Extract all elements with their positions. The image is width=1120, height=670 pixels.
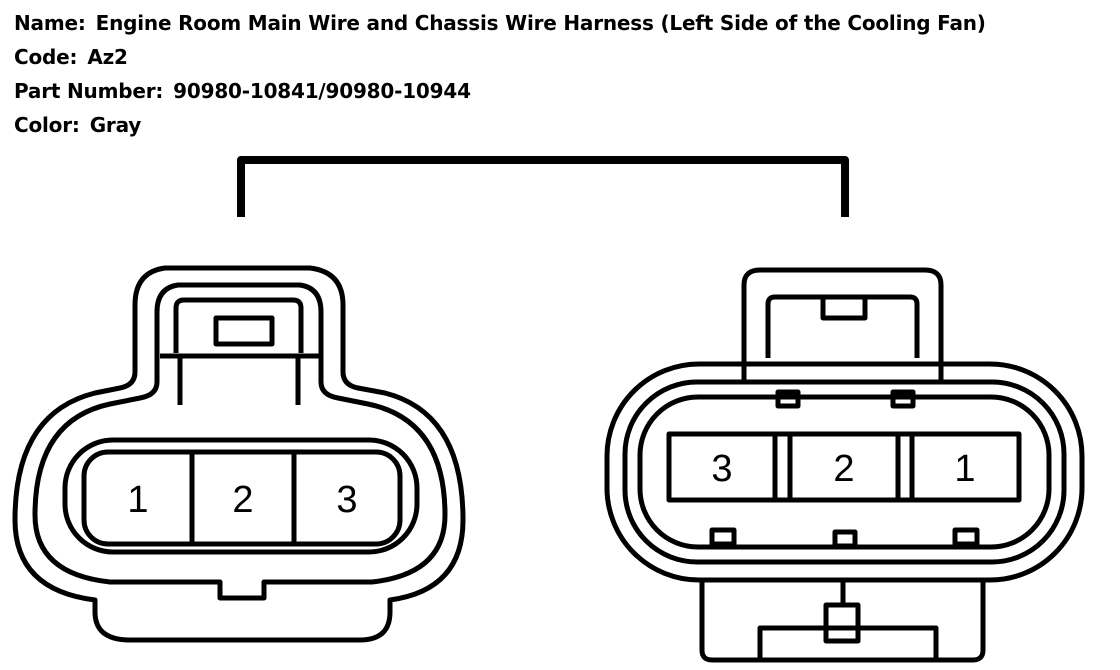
right-connector-key-bottom-2 [832, 529, 858, 549]
code-line: Code: Az2 [14, 40, 986, 74]
connector-info: Name: Engine Room Main Wire and Chassis W… [14, 6, 986, 142]
right-connector-inner-housing [622, 379, 1067, 565]
right-connector-key-bottom-1 [709, 527, 737, 547]
left-connector: 1 2 3 [12, 265, 466, 643]
name-label: Name: [14, 11, 86, 35]
name-line: Name: Engine Room Main Wire and Chassis W… [14, 6, 986, 40]
right-connector-latch-tab [820, 297, 868, 321]
part-number-label: Part Number: [14, 79, 164, 103]
left-connector-inner-housing [32, 282, 448, 601]
right-connector-bottom-boss [699, 578, 986, 663]
color-line: Color: Gray [14, 108, 986, 142]
left-connector-latch-rail [177, 356, 301, 405]
left-pin-number-1: 1 [127, 479, 148, 521]
color-value: Gray [89, 113, 142, 137]
right-pin-number-1: 1 [954, 448, 975, 490]
right-connector-key-bottom-3 [952, 527, 980, 547]
right-pin-number-2: 2 [833, 448, 854, 490]
left-pin-number-2: 2 [232, 479, 253, 521]
name-value: Engine Room Main Wire and Chassis Wire H… [95, 11, 986, 35]
right-connector-bottom-plate [757, 625, 939, 660]
left-connector-latch [173, 297, 304, 353]
right-connector-latch [765, 294, 920, 358]
part-number-line: Part Number: 90980-10841/90980-10944 [14, 74, 986, 108]
right-connector-bottom-lug [823, 602, 861, 644]
right-connector-latch-housing [741, 267, 944, 382]
right-connector-key-top-2 [890, 389, 916, 409]
left-connector-outer-housing [12, 265, 466, 643]
connection-bracket [237, 156, 849, 217]
color-label: Color: [14, 113, 80, 137]
left-pin-number-3: 3 [336, 479, 357, 521]
right-pin-number-3: 3 [711, 448, 732, 490]
code-value: Az2 [87, 45, 128, 69]
right-connector: 3 2 1 [604, 267, 1085, 663]
left-connector-pin-frame [81, 449, 403, 547]
code-label: Code: [14, 45, 78, 69]
left-connector-latch-tab [213, 315, 275, 347]
part-number-value: 90980-10841/90980-10944 [173, 79, 471, 103]
right-connector-pin-frame [666, 431, 1022, 503]
right-connector-key-top-1 [775, 389, 801, 409]
left-connector-pin-surround [62, 437, 420, 555]
